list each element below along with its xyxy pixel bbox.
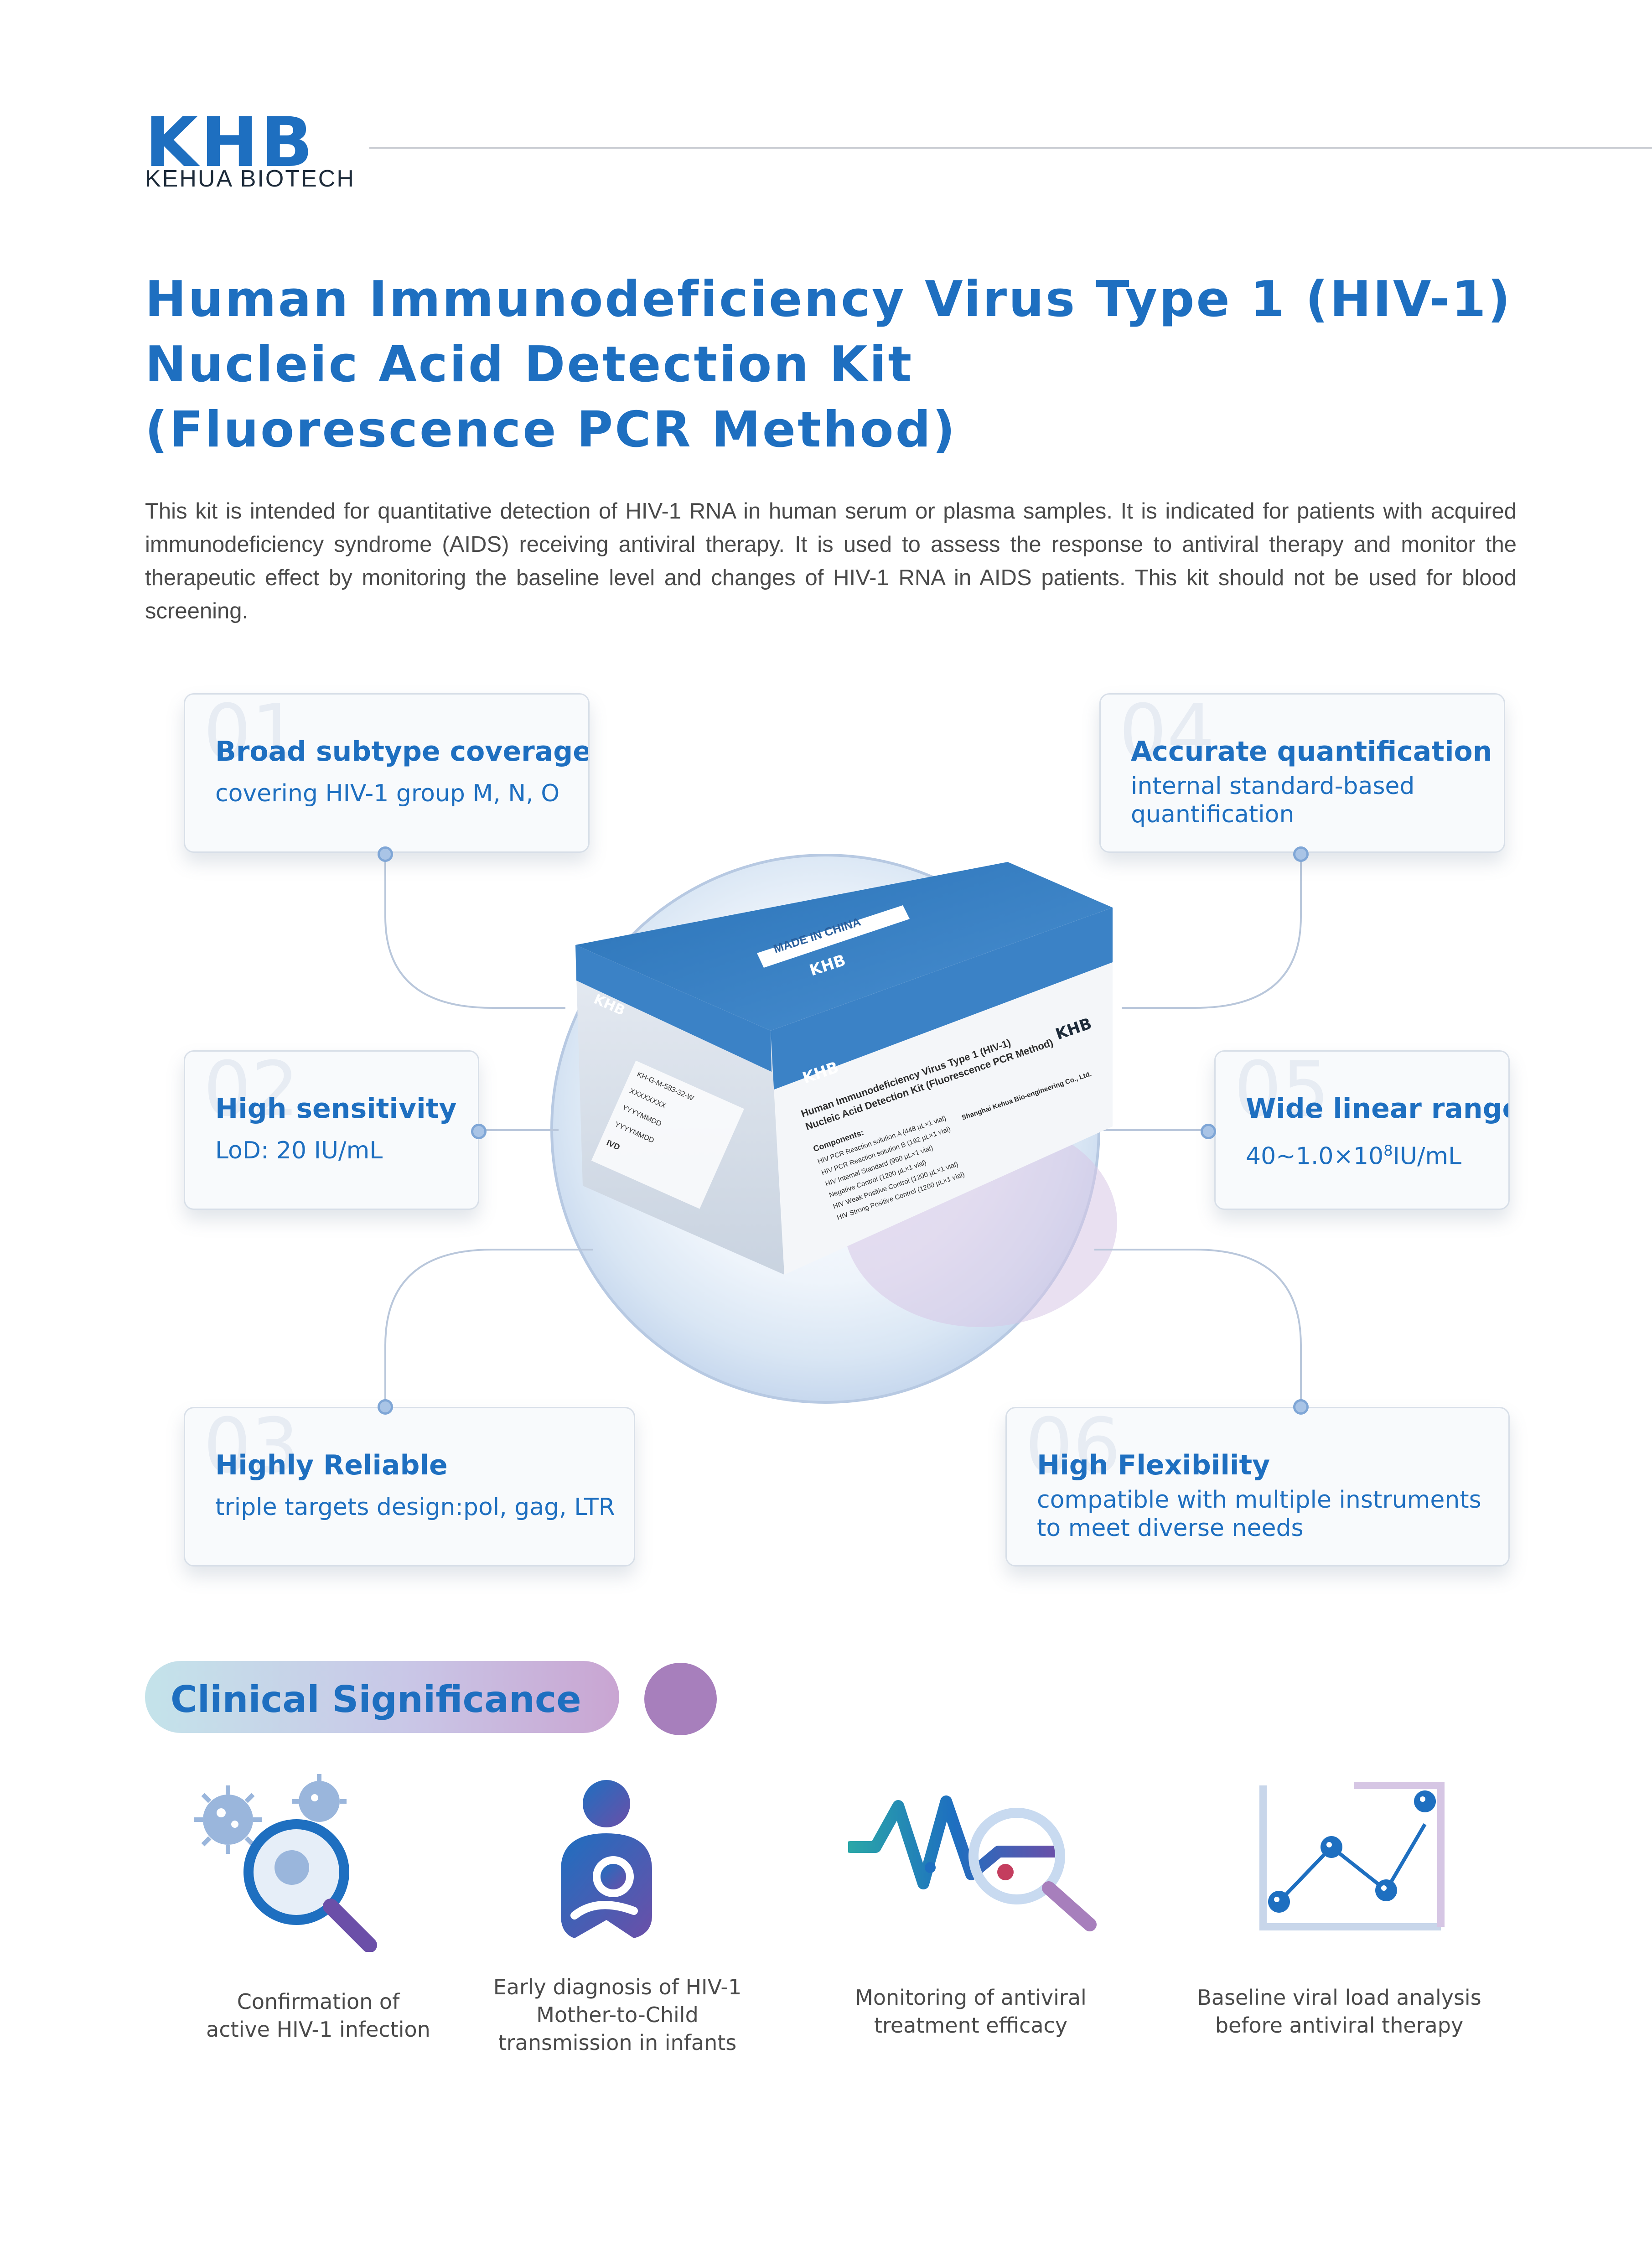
feature-title: Accurate quantification — [1131, 736, 1492, 768]
clinical-item-3: Monitoring of antiviral treatment effica… — [811, 1984, 1130, 2039]
feature-number: 05 — [1234, 1050, 1330, 1133]
feature-card-02: 02 High sensitivity LoD: 20 IU/mL — [184, 1050, 479, 1210]
feature-desc: internal standard-based quantification — [1131, 773, 1415, 828]
clinical-item-4-line2: before antiviral therapy — [1215, 2013, 1464, 2038]
feature-desc: covering HIV-1 group M, N, O — [215, 780, 560, 807]
company-name: KEHUA BIOTECH — [145, 166, 355, 192]
clinical-heading-pill: Clinical Significance — [145, 1661, 619, 1733]
linear-range-exponent: 8 — [1383, 1142, 1393, 1159]
connector-04 — [1122, 852, 1302, 1009]
connector-03 — [384, 1249, 593, 1406]
clinical-item-2: Early diagnosis of HIV-1 Mother-to-Child… — [458, 1973, 777, 2057]
connector-dot-03 — [378, 1399, 393, 1415]
clinical-item-1: Confirmation of active HIV-1 infection — [159, 1988, 478, 2044]
connector-dot-02 — [471, 1124, 487, 1139]
feature-desc: 40~1.0×108IU/mL — [1246, 1136, 1501, 1170]
feature-title: Broad subtype coverage — [215, 736, 590, 768]
connector-dot-01 — [378, 846, 393, 862]
feature-desc: compatible with multiple instruments to … — [1037, 1486, 1481, 1542]
product-box: MADE IN CHINA KHB KHB KHB KHB Human Immu… — [575, 862, 1113, 1275]
clinical-item-2-line2: Mother-to-Child — [536, 2003, 699, 2027]
feature-card-03: 03 Highly Reliable triple targets design… — [184, 1407, 635, 1567]
feature-number: 02 — [203, 1050, 299, 1133]
feature-number: 06 — [1025, 1407, 1121, 1489]
feature-diagram: MADE IN CHINA KHB KHB KHB KHB Human Immu… — [384, 852, 1302, 1406]
feature-number: 01 — [203, 693, 299, 776]
intro-paragraph: This kit is intended for quantitative de… — [145, 499, 1517, 623]
linear-range-unit: IU/mL — [1393, 1142, 1462, 1170]
viral-load-chart-icon — [1259, 1782, 1445, 1930]
feature-desc: triple targets design:pol, gag, LTR — [215, 1494, 615, 1521]
clinical-item-1-line1: Confirmation of — [237, 1989, 400, 2014]
connector-01 — [384, 852, 565, 1009]
feature-card-01: 01 Broad subtype coverage covering HIV-1… — [184, 693, 590, 853]
connector-06 — [1094, 1249, 1302, 1406]
clinical-item-2-line3: transmission in infants — [498, 2030, 737, 2055]
page-title: Human Immunodeficiency Virus Type 1 (HIV… — [145, 267, 1513, 462]
feature-desc: LoD: 20 IU/mL — [215, 1137, 383, 1164]
clinical-heading-dot — [644, 1663, 717, 1735]
feature-title: High sensitivity — [215, 1093, 457, 1125]
title-line-3: (Fluorescence PCR Method) — [145, 401, 957, 458]
title-line-2: Nucleic Acid Detection Kit — [145, 336, 914, 393]
feature-card-05: 05 Wide linear range 40~1.0×108IU/mL — [1214, 1050, 1510, 1210]
clinical-item-3-line2: treatment efficacy — [874, 2013, 1068, 2038]
company-logo: KHB — [145, 103, 316, 182]
feature-title: Highly Reliable — [215, 1449, 448, 1481]
clinical-item-2-line1: Early diagnosis of HIV-1 — [493, 1975, 742, 1999]
clinical-heading: Clinical Significance — [171, 1678, 581, 1721]
feature-title: Wide linear range — [1246, 1093, 1510, 1125]
monitoring-wave-icon — [848, 1795, 1097, 1931]
header-divider — [369, 147, 1652, 149]
connector-dot-06 — [1293, 1399, 1309, 1415]
clinical-item-3-line1: Monitoring of antiviral — [855, 1985, 1087, 2010]
feature-title: High Flexibility — [1037, 1449, 1270, 1481]
clinical-item-4-line1: Baseline viral load analysis — [1197, 1985, 1481, 2010]
virus-magnifier-icon — [194, 1774, 377, 1952]
clinical-item-1-line2: active HIV-1 infection — [206, 2017, 430, 2042]
connector-dot-04 — [1293, 846, 1309, 862]
feature-card-04: 04 Accurate quantification internal stan… — [1099, 693, 1505, 853]
clinical-item-4: Baseline viral load analysis before anti… — [1180, 1984, 1499, 2039]
mother-child-icon — [561, 1780, 652, 1938]
linear-range-value: 40~1.0×10 — [1246, 1142, 1384, 1170]
connector-dot-05 — [1201, 1124, 1216, 1139]
feature-number: 04 — [1119, 693, 1215, 776]
title-line-1: Human Immunodeficiency Virus Type 1 (HIV… — [145, 271, 1512, 328]
feature-card-06: 06 High Flexibility compatible with mult… — [1005, 1407, 1510, 1567]
feature-number: 03 — [203, 1407, 299, 1489]
